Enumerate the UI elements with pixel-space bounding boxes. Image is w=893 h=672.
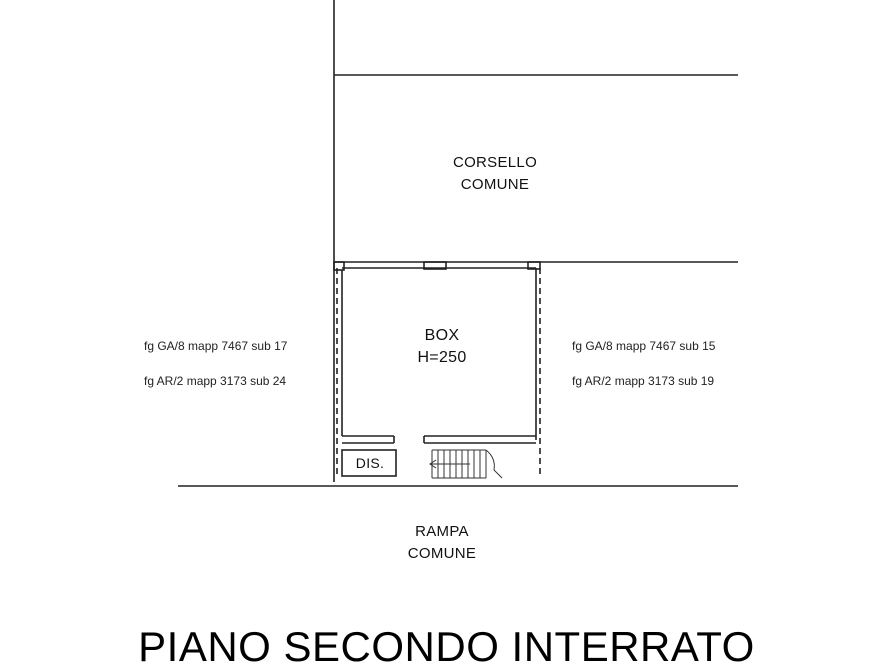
rampa-label-line2: COMUNE [407,545,477,562]
dis-label: DIS. [355,455,385,471]
rampa-label-line1: RAMPA [415,523,469,540]
box-label-name: BOX [424,327,460,344]
corsello-label-line2: COMUNE [460,176,530,193]
left-ref-1: fg GA/8 mapp 7467 sub 17 [144,339,288,353]
stairs [429,449,503,479]
rampa-label: RAMPA COMUNE [380,521,504,565]
corsello-label-line1: CORSELLO [452,154,538,171]
corsello-label: CORSELLO COMUNE [440,152,550,196]
plan-title: PIANO SECONDO INTERRATO [138,623,755,670]
dis-room [341,449,397,477]
left-ref-2: fg AR/2 mapp 3173 sub 24 [144,374,287,388]
box-label-height: H=250 [417,349,467,366]
box-label: BOX H=250 [400,325,484,369]
right-ref-2: fg AR/2 mapp 3173 sub 19 [572,374,715,388]
right-ref-1: fg GA/8 mapp 7467 sub 15 [572,339,716,353]
corner-pillar [527,261,541,270]
vent-opening [423,261,447,270]
corner-pillar-left [333,261,345,271]
